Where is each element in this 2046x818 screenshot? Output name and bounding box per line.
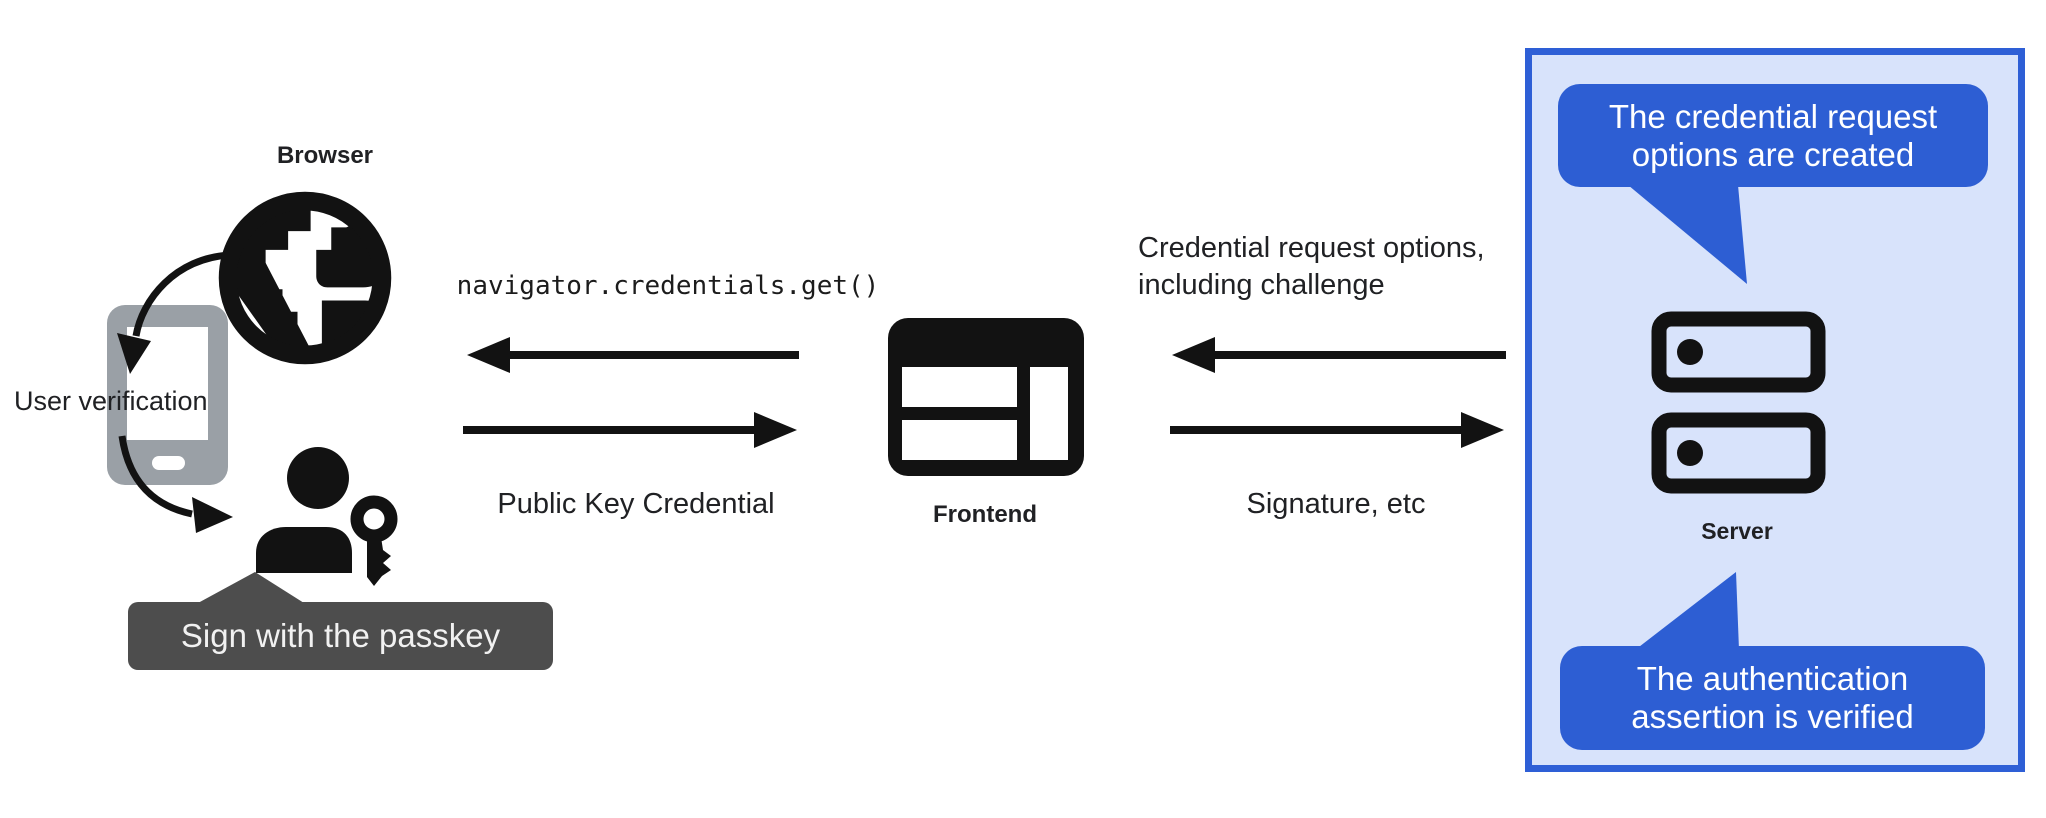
credential-request-options-line2: including challenge <box>1138 269 1385 301</box>
arrow-left-server-to-frontend-icon <box>1172 337 1506 373</box>
browser-window-icon <box>888 318 1084 476</box>
frontend-label: Frontend <box>933 501 1037 528</box>
callout-request-created-line1: The credential request <box>1608 97 1938 135</box>
callout-tail-top <box>1628 185 1747 284</box>
arrow-right-frontend-to-server-icon <box>1170 412 1504 448</box>
signature-label: Signature, etc <box>1246 488 1426 520</box>
server-icon <box>1651 311 1826 494</box>
passkey-prompt: Sign with the passkey <box>128 602 553 670</box>
browser-label: Browser <box>276 142 374 169</box>
callout-assertion-verified: The authentication assertion is verified <box>1560 646 1985 750</box>
person-head <box>287 447 349 509</box>
credential-request-options-line1: Credential request options, <box>1138 232 1485 264</box>
person-passkey-icon <box>256 447 398 586</box>
callout-tail-bottom <box>1635 572 1739 650</box>
callout-request-created-line2: options are created <box>1631 135 1915 173</box>
key-icon <box>350 495 398 586</box>
globe-icon <box>218 191 392 365</box>
callout-assertion-verified-line1: The authentication <box>1636 660 1909 697</box>
passkey-prompt-tail <box>198 572 304 603</box>
callout-assertion-verified-line2: assertion is verified <box>1631 698 1914 735</box>
credential-request-options-label: Credential request options, including ch… <box>1138 230 1485 304</box>
server-label: Server <box>1701 518 1773 544</box>
user-verification-label: User verification <box>14 386 208 416</box>
curved-arrows-icon <box>117 251 233 533</box>
callout-request-created: The credential request options are creat… <box>1558 84 1988 187</box>
public-key-credential-label: Public Key Credential <box>497 488 775 520</box>
arrow-right-browser-to-frontend-icon <box>463 412 797 448</box>
navigator-credentials-get-code: navigator.credentials.get() <box>456 271 880 301</box>
arrow-left-frontend-to-browser-icon <box>467 337 799 373</box>
